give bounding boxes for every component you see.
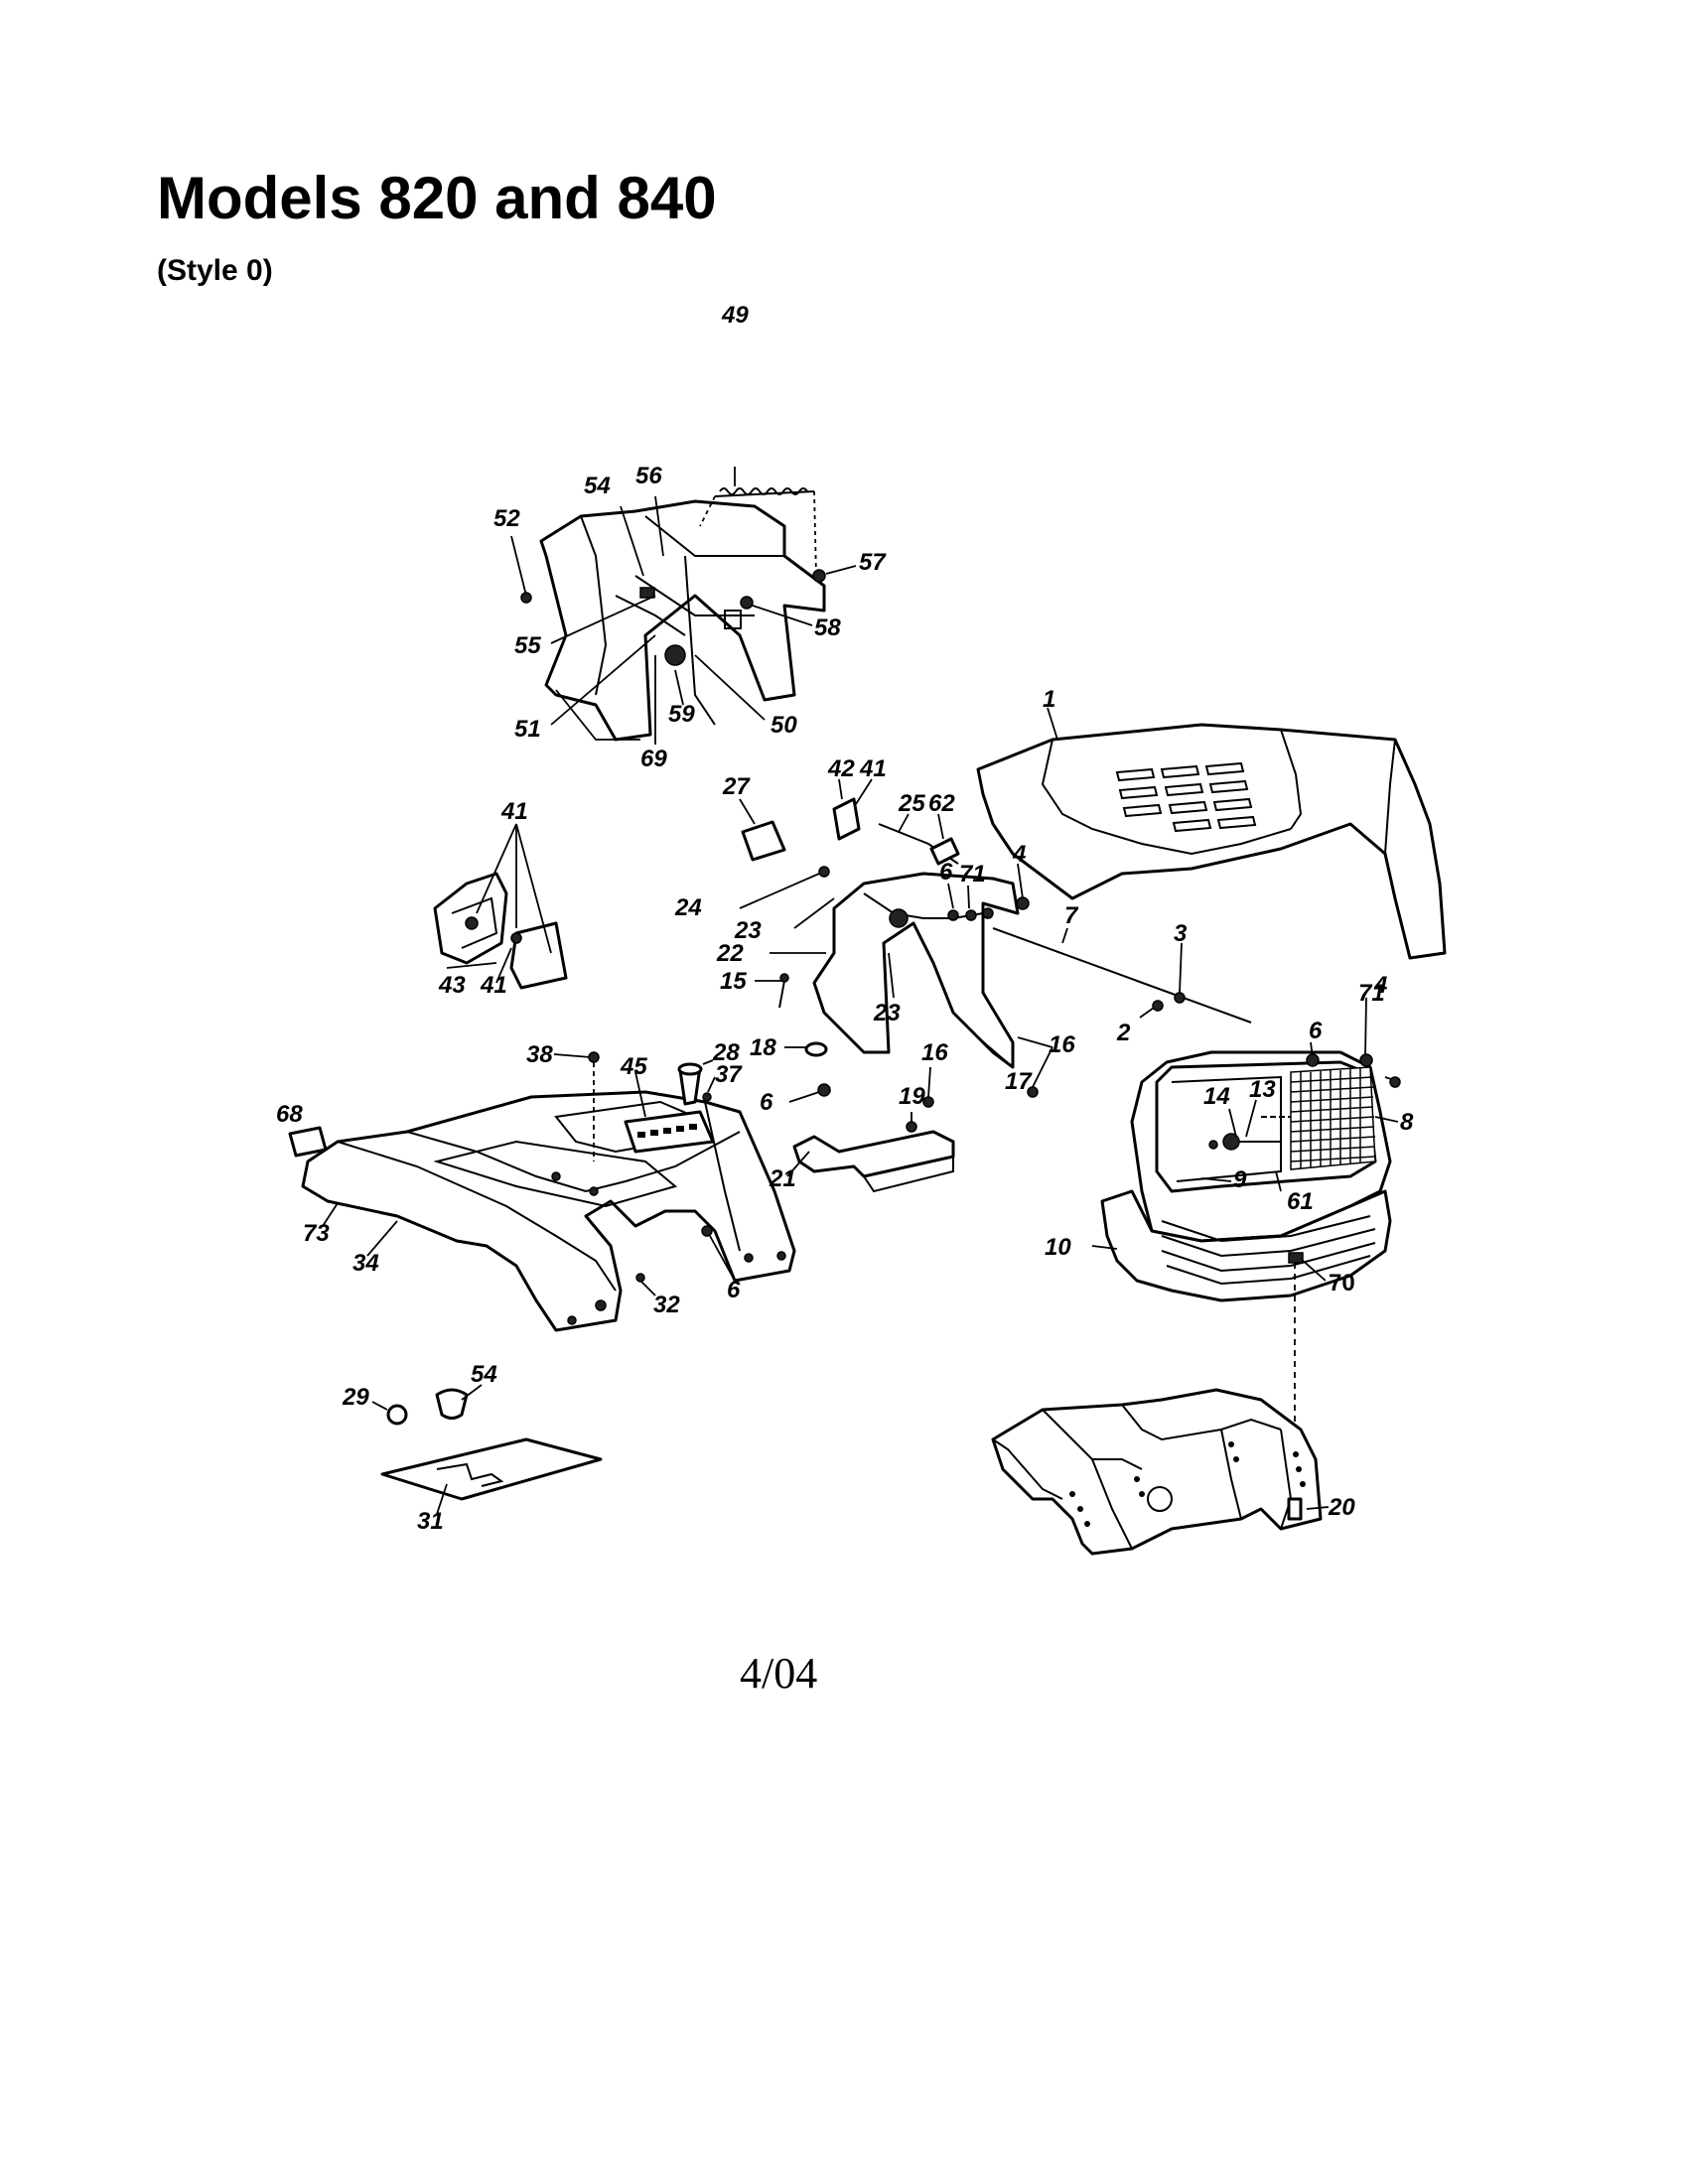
callout-54-top: 54 [584,473,611,499]
callout-43: 43 [438,972,466,999]
dash-panel-assembly [510,467,857,745]
callout-57: 57 [859,549,887,576]
callout-1: 1 [1043,686,1055,713]
callout-56: 56 [635,463,662,489]
callout-18: 18 [750,1034,776,1061]
callout-41-left-b: 41 [480,972,507,999]
callout-6-fender: 6 [727,1277,741,1303]
callout-34: 34 [352,1250,379,1277]
callout-45: 45 [620,1053,647,1080]
callout-4b: 4 [1373,972,1387,999]
page-footer-date: 4/04 [740,1649,818,1698]
callout-25: 25 [898,790,925,817]
callout-14: 14 [1203,1083,1230,1110]
callout-32: 32 [653,1292,680,1318]
callout-54-bottom: 54 [471,1361,497,1388]
callout-38: 38 [526,1041,553,1068]
callout-70: 70 [1329,1270,1355,1297]
callout-6-grille: 6 [1309,1018,1323,1044]
callout-4: 4 [1012,841,1026,868]
callout-49: 49 [721,302,749,329]
frame-front [991,1388,1330,1556]
hood-assembly [976,707,1447,960]
callout-61: 61 [1287,1188,1314,1215]
callout-20: 20 [1328,1494,1355,1521]
callout-71-grille: 71 [1358,980,1385,1007]
callout-22: 22 [716,940,744,967]
callout-8: 8 [1400,1109,1414,1136]
shift-plate-assembly [371,1384,603,1515]
callout-58: 58 [814,614,841,641]
callout-16: 16 [1049,1031,1075,1058]
callout-24: 24 [674,894,702,921]
callout-13: 13 [1249,1076,1276,1103]
callout-23b: 23 [873,1000,901,1026]
callout-6-mid: 6 [939,859,953,886]
grille-assembly [1091,942,1401,1494]
callout-21: 21 [769,1165,796,1192]
callout-62: 62 [928,790,955,817]
callout-41-left: 41 [500,798,528,825]
callout-9: 9 [1233,1166,1247,1193]
callout-3: 3 [1174,920,1188,947]
callout-10: 10 [1045,1234,1071,1261]
page-subtitle: (Style 0) [157,254,273,287]
callout-23: 23 [734,917,762,944]
callout-68: 68 [276,1101,303,1128]
callout-28: 28 [712,1039,740,1066]
callout-19: 19 [899,1083,925,1110]
fender-assembly [288,1051,796,1332]
hood-bracket-assembly [739,778,1252,1193]
callout-27: 27 [722,773,751,800]
callout-labels: 1 2 3 4 4 7 8 9 10 13 14 61 6 71 70 20 4… [276,302,1414,1535]
callout-50: 50 [771,712,797,739]
callout-2: 2 [1116,1020,1131,1046]
callout-55: 55 [514,632,541,659]
callout-52: 52 [493,505,520,532]
throttle-bracket-assembly [433,823,568,990]
callout-15: 15 [720,968,747,995]
callout-31: 31 [417,1508,444,1535]
page-title: Models 820 and 840 [157,165,717,231]
callout-7: 7 [1064,902,1079,929]
callout-59: 59 [668,701,695,728]
callout-69: 69 [640,746,667,772]
callout-37: 37 [715,1061,743,1088]
callout-16-mid: 16 [921,1039,948,1066]
callout-29: 29 [342,1384,369,1411]
callout-42: 42 [827,755,855,782]
callout-51: 51 [514,716,541,743]
callout-73: 73 [303,1220,330,1247]
callout-6-left: 6 [760,1089,773,1116]
callout-71-mid: 71 [959,861,986,887]
callout-17: 17 [1005,1068,1033,1095]
callout-41-mid: 41 [859,755,887,782]
